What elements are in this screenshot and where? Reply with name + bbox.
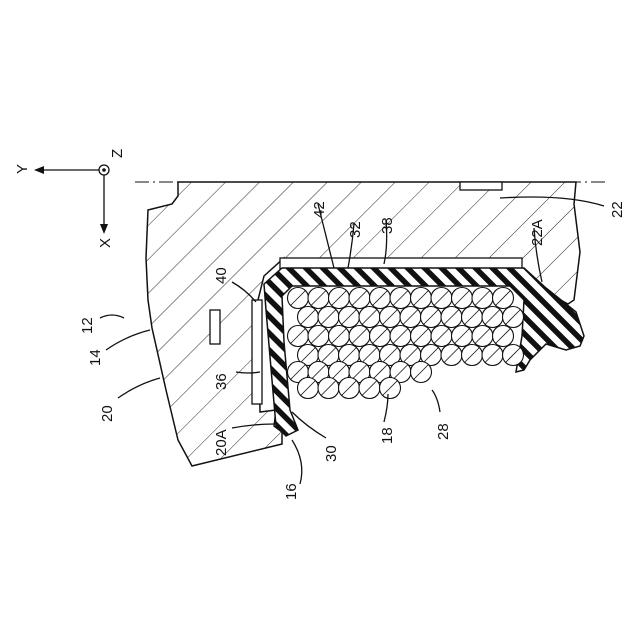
label-38: 38	[379, 217, 396, 234]
label-20: 20	[99, 405, 116, 422]
label-14: 14	[87, 349, 104, 366]
plate	[252, 300, 262, 404]
label-40: 40	[213, 267, 230, 284]
label-22a: 22A	[529, 219, 546, 246]
axis-label-x: X	[97, 238, 114, 248]
small-slot	[210, 310, 220, 344]
wire-bundle	[288, 288, 524, 399]
label-30: 30	[323, 445, 340, 462]
label-22: 22	[609, 201, 626, 218]
label-16: 16	[283, 483, 300, 500]
label-32: 32	[347, 221, 364, 238]
axis-label-y: Y	[14, 164, 31, 174]
label-12: 12	[79, 317, 96, 334]
top-notch	[460, 182, 502, 190]
label-28: 28	[435, 423, 452, 440]
axis-indicator: Y Z X	[14, 149, 126, 248]
axis-label-z: Z	[109, 149, 126, 158]
label-20a: 20A	[213, 429, 230, 456]
label-42: 42	[311, 201, 328, 218]
label-18: 18	[379, 427, 396, 444]
label-36: 36	[213, 373, 230, 390]
